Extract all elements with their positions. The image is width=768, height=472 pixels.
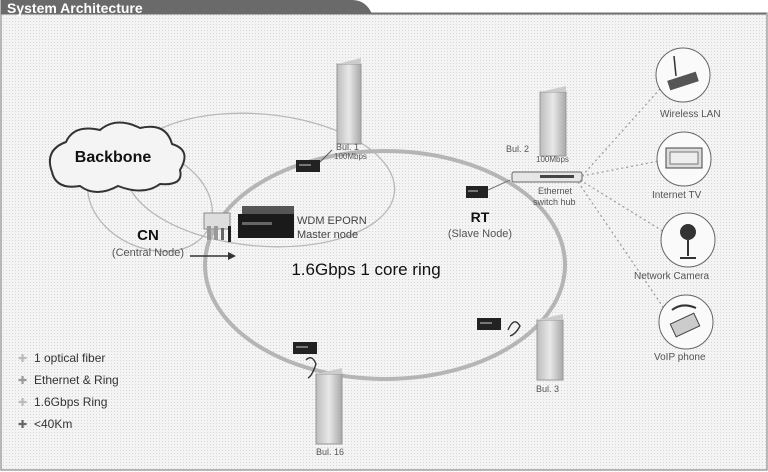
feature-text: <40Km — [34, 417, 72, 431]
title: System Architecture — [7, 0, 143, 16]
camera-label: Network Camera — [634, 271, 709, 282]
tv-label: Internet TV — [652, 190, 702, 201]
building-1 — [319, 58, 362, 163]
building-2 — [539, 86, 567, 157]
network-camera-device — [660, 212, 716, 268]
cn-label: CN — [137, 227, 159, 244]
master-line1: WDM EPORN — [297, 215, 367, 227]
b2-speed: 100Mbps — [536, 155, 569, 164]
feature-list: ✚ 1 optical fiber ✚ Ethernet & Ring ✚ 1.… — [18, 351, 119, 431]
ring-node-b1 — [296, 160, 320, 172]
wlan-label: Wireless LAN — [660, 109, 721, 120]
feature-text: 1.6Gbps Ring — [34, 395, 107, 409]
feature-text: 1 optical fiber — [34, 351, 105, 365]
feature-item: ✚ 1.6Gbps Ring — [18, 395, 107, 409]
b2-name: Bul. 2 — [506, 144, 529, 154]
wireless-lan-device — [655, 47, 711, 103]
internet-tv-device — [656, 131, 712, 187]
switch-hub-device — [487, 171, 583, 191]
rt-sub: (Slave Node) — [448, 228, 512, 240]
b1-speed: 100Mbps — [334, 152, 367, 161]
switch-line1: Ethernet — [538, 186, 573, 196]
feature-text: Ethernet & Ring — [34, 373, 119, 387]
rt-node-device — [466, 186, 488, 198]
feature-item: ✚ <40Km — [18, 417, 72, 431]
ring-node-b16 — [293, 342, 317, 354]
plus-icon: ✚ — [18, 396, 27, 409]
rt-label: RT — [471, 209, 490, 225]
feature-item: ✚ Ethernet & Ring — [18, 373, 119, 387]
plus-icon: ✚ — [18, 418, 27, 431]
switch-line2: switch hub — [533, 197, 576, 207]
diagram-panel — [0, 12, 768, 471]
backbone-cloud: Backbone — [48, 121, 186, 193]
plus-icon: ✚ — [18, 352, 27, 365]
plus-icon: ✚ — [18, 374, 27, 387]
cn-node-device — [190, 212, 236, 260]
feature-item: ✚ 1 optical fiber — [18, 351, 105, 365]
ring-node-b3 — [477, 318, 501, 330]
voip-phone-device — [658, 294, 714, 350]
building-16 — [305, 357, 343, 445]
b3-name: Bul. 3 — [536, 384, 559, 394]
title-tab: System Architecture — [0, 0, 766, 16]
cn-sub: (Central Node) — [112, 247, 184, 259]
building-3 — [507, 314, 564, 381]
voip-label: VoIP phone — [654, 352, 706, 363]
backbone-label: Backbone — [75, 149, 152, 166]
core-ring — [203, 149, 567, 381]
device-links — [577, 79, 677, 327]
ring-label: 1.6Gbps 1 core ring — [291, 260, 440, 279]
master-node-device — [238, 206, 294, 238]
master-line2: Master node — [297, 229, 358, 241]
b1-name: Bul. 1 — [336, 142, 359, 152]
b16-name: Bul. 16 — [316, 447, 344, 457]
